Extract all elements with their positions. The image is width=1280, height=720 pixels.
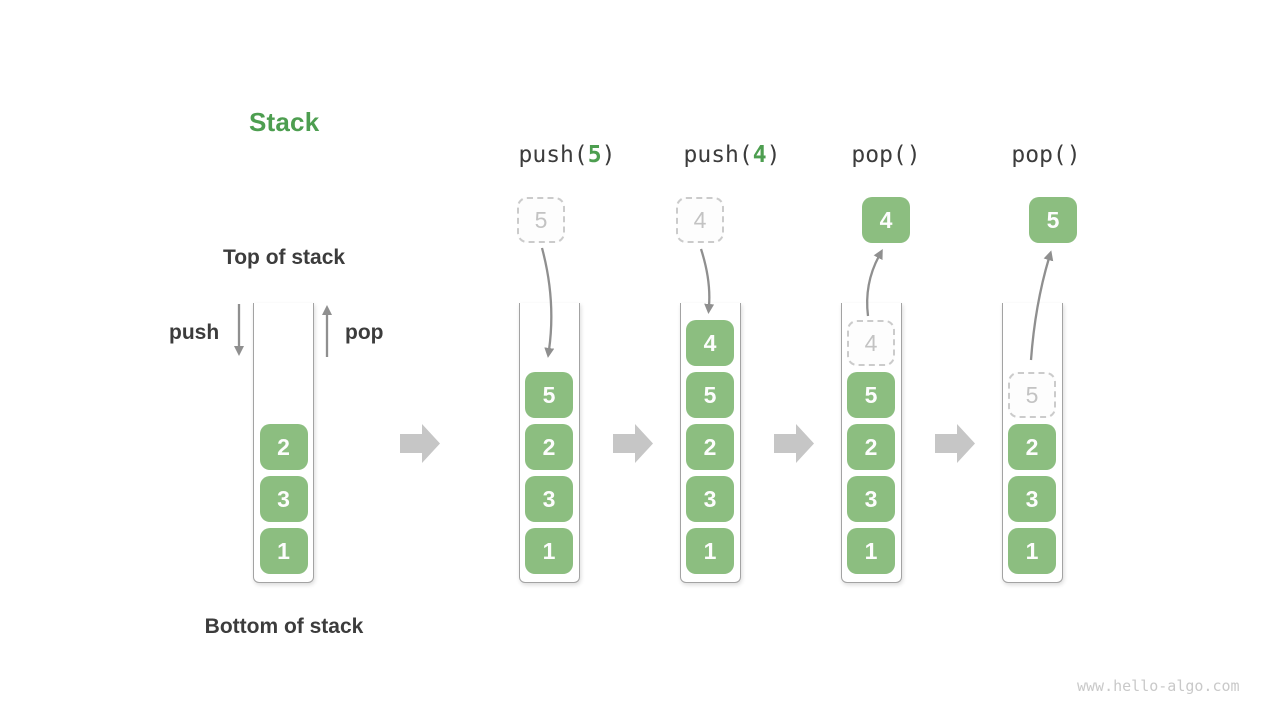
- stack-item: 5: [686, 372, 734, 418]
- stack-item: 2: [847, 424, 895, 470]
- op-label-push-5: push(5): [519, 142, 616, 168]
- push-label: push: [169, 321, 220, 344]
- stack-item: 2: [686, 424, 734, 470]
- stack-container-initial: 2 3 1: [253, 303, 314, 583]
- floating-value-box: 4: [862, 197, 910, 243]
- stack-item: 3: [1008, 476, 1056, 522]
- stack-item: 1: [686, 528, 734, 574]
- op-label-push-4: push(4): [684, 142, 781, 168]
- stack-item: 3: [847, 476, 895, 522]
- stack-item: 1: [847, 528, 895, 574]
- op-label-pop-2: pop(): [1011, 142, 1080, 168]
- stack-item: 3: [259, 476, 308, 522]
- op-text: ): [1066, 142, 1081, 168]
- floating-value-box: 5: [517, 197, 565, 243]
- op-text: pop(: [1011, 142, 1067, 168]
- op-text: ): [906, 142, 921, 168]
- stack-item: 4: [686, 320, 734, 366]
- stack-item: 1: [1008, 528, 1056, 574]
- stack-item: 2: [525, 424, 573, 470]
- stack-container-push-5: 5 2 3 1: [518, 303, 580, 583]
- stack-item-popped: 5: [1008, 372, 1056, 418]
- stack-item: 2: [259, 424, 308, 470]
- stack-item: 3: [686, 476, 734, 522]
- stack-container-pop-2: 5 2 3 1: [1001, 303, 1063, 583]
- op-text: pop(: [851, 142, 907, 168]
- top-of-stack-label: Top of stack: [222, 246, 346, 269]
- stack-container-push-4: 4 5 2 3 1: [679, 303, 741, 583]
- step-arrow-icon: [774, 424, 814, 463]
- stack-container-pop-1: 4 5 2 3 1: [840, 303, 902, 583]
- stack-item: 5: [847, 372, 895, 418]
- stack-item-popped: 4: [847, 320, 895, 366]
- pop-label: pop: [345, 321, 384, 344]
- push-4-curve-arrow-icon: [699, 248, 715, 314]
- op-label-pop-1: pop(): [851, 142, 920, 168]
- floating-value-box: 5: [1029, 197, 1077, 243]
- stack-item: 1: [259, 528, 308, 574]
- step-arrow-icon: [935, 424, 975, 463]
- bottom-of-stack-label: Bottom of stack: [204, 615, 364, 638]
- stack-item: 3: [525, 476, 573, 522]
- op-arg: 5: [587, 142, 602, 168]
- floating-value-box: 4: [676, 197, 724, 243]
- stack-item: 1: [525, 528, 573, 574]
- stack-item: 5: [525, 372, 573, 418]
- op-text: push(: [518, 142, 588, 168]
- step-arrow-icon: [400, 424, 440, 463]
- op-text: ): [766, 142, 781, 168]
- op-text: ): [601, 142, 616, 168]
- diagram-title: Stack: [249, 107, 320, 137]
- step-arrow-icon: [613, 424, 653, 463]
- site-watermark: www.hello-algo.com: [1077, 677, 1240, 695]
- stack-item: 2: [1008, 424, 1056, 470]
- op-text: push(: [683, 142, 753, 168]
- op-arg: 4: [752, 142, 767, 168]
